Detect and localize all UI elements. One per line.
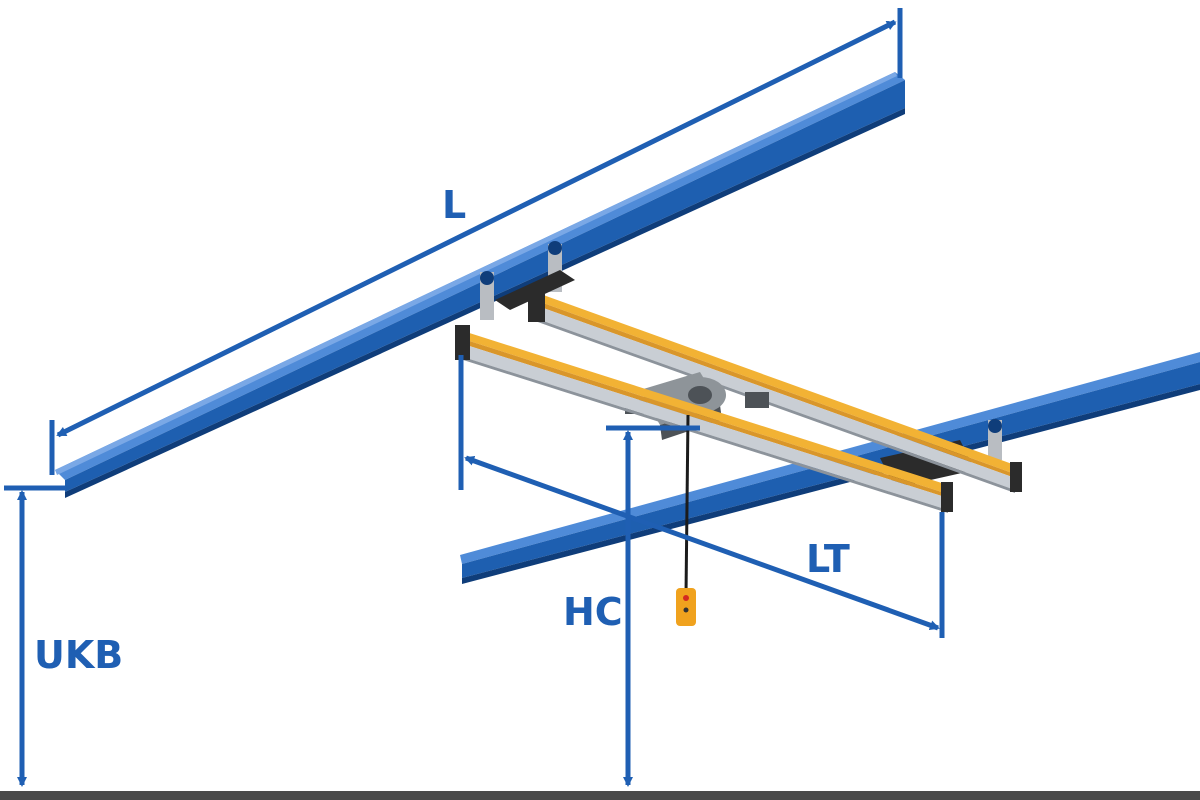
ground-line <box>0 791 1200 800</box>
dimension-hook-clearance <box>606 425 700 787</box>
dimension-length <box>49 8 903 475</box>
label-hook-clearance: HC <box>563 590 623 634</box>
dimension-track-width <box>458 355 945 638</box>
label-runway-height: UKB <box>34 633 123 677</box>
label-length: L <box>442 183 466 227</box>
dimension-runway-height <box>4 485 66 787</box>
label-track-width: LT <box>806 537 850 581</box>
